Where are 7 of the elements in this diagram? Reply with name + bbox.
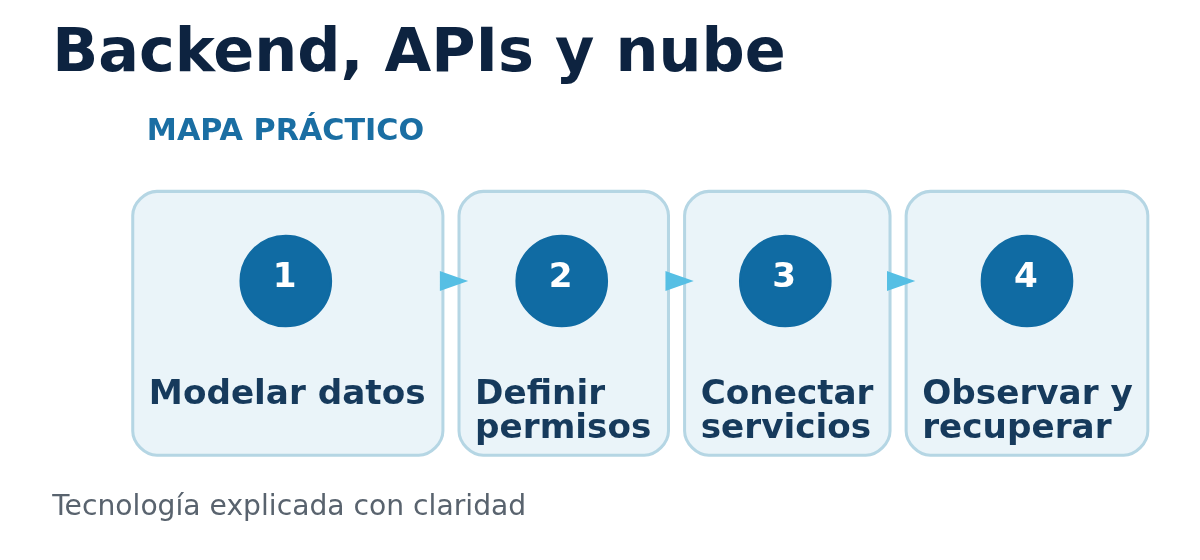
diagram-title: Backend, APIs y nube bbox=[52, 14, 786, 85]
node-circle: 2 bbox=[515, 234, 609, 328]
node-circle: 3 bbox=[738, 234, 832, 328]
node-circle: 4 bbox=[980, 234, 1074, 328]
label: Tecnología explicada con claridad bbox=[52, 489, 527, 523]
label: MAPA PRÁCTICO bbox=[146, 112, 425, 148]
node-circle: 1 bbox=[239, 234, 333, 328]
